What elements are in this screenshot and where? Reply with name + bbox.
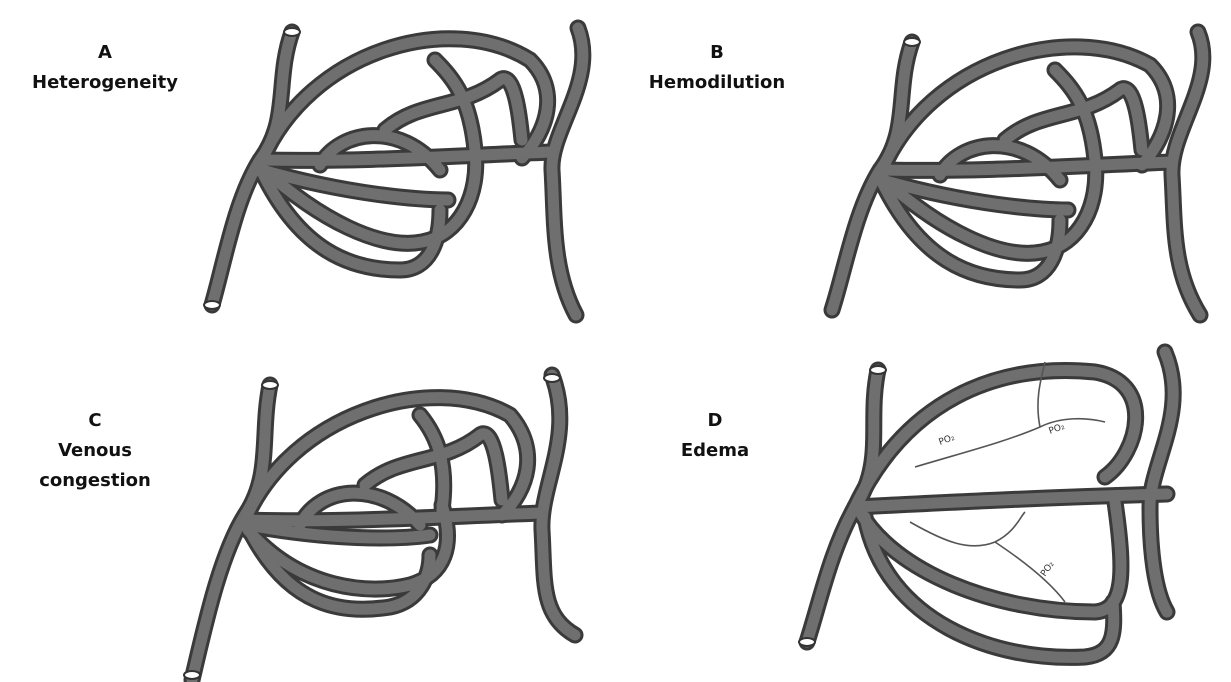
panel-c-microcirculation	[180, 375, 590, 680]
panel-a-title: Heterogeneity	[20, 68, 190, 98]
panel-b-label: B Hemodilution	[632, 38, 802, 98]
po2-mark-1: PO₂	[938, 433, 957, 448]
panel-c-vessels	[184, 374, 575, 680]
panel-b-vessels	[832, 32, 1203, 315]
panel-a-microcirculation	[200, 20, 610, 320]
panel-c-label: C Venous congestion	[20, 406, 170, 496]
panel-d-vessels	[799, 352, 1173, 657]
panel-b-title: Hemodilution	[632, 68, 802, 98]
panel-b-letter: B	[632, 38, 802, 68]
po2-mark-2: PO₂	[1048, 422, 1067, 437]
panel-c-title-line2: congestion	[20, 466, 170, 496]
panel-d-letter: D	[660, 406, 770, 436]
panel-b-microcirculation	[820, 20, 1230, 320]
panel-d-title: Edema	[660, 436, 770, 466]
panel-a-vessels	[204, 28, 583, 315]
panel-a-label: A Heterogeneity	[20, 38, 190, 98]
panel-c-title-line1: Venous	[20, 436, 170, 466]
panel-a-letter: A	[20, 38, 190, 68]
panel-d-microcirculation: PO₂ PO₂ PO₂	[795, 342, 1205, 677]
panel-d-label: D Edema	[660, 406, 770, 466]
panel-c-letter: C	[20, 406, 170, 436]
po2-mark-3: PO₂	[1039, 559, 1057, 578]
